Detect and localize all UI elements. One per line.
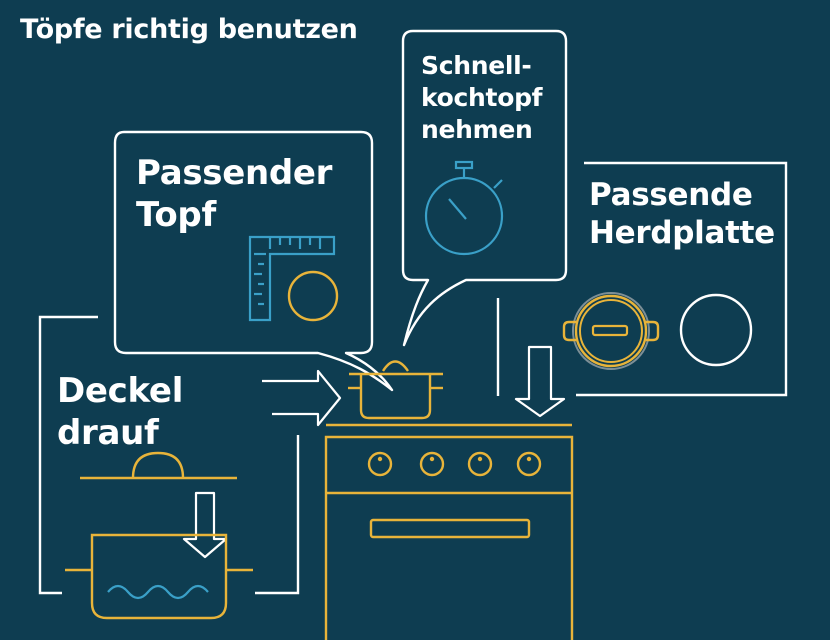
tip-pressure-cooker-line1: Schnell-: [421, 51, 532, 80]
tip-right-plate: Passende Herdplatte: [589, 176, 775, 252]
tip-right-plate-line1: Passende: [589, 177, 753, 213]
circle-icon: [287, 270, 339, 322]
arrow-icon: [182, 491, 228, 559]
tip-pressure-cooker-line3: nehmen: [421, 115, 533, 144]
ruler-icon: [248, 235, 336, 322]
frame-lid-right: [255, 435, 300, 595]
water-wave-icon: [107, 584, 209, 600]
pot-icon: [348, 360, 443, 420]
frame-right-plate: [576, 161, 788, 397]
lid-icon: [80, 451, 237, 480]
tip-lid-on-line2: drauf: [57, 413, 159, 453]
stove-icon: [324, 423, 574, 640]
page-title: Töpfe richtig benutzen: [20, 14, 358, 45]
tip-right-pot-line1: Passender: [136, 153, 333, 193]
stopwatch-icon: [424, 160, 504, 256]
bubble-pressure-cooker: [401, 29, 568, 347]
arrow-icon: [514, 345, 566, 418]
tip-right-pot-line2: Topf: [136, 195, 216, 235]
tip-pressure-cooker: Schnell- kochtopf nehmen: [421, 50, 543, 146]
tip-lid-on: Deckel drauf: [57, 370, 183, 454]
tip-pressure-cooker-line2: kochtopf: [421, 83, 543, 112]
circle-icon: [679, 293, 753, 367]
pot-icon: [65, 533, 253, 620]
hotplate-icon: [562, 292, 660, 370]
tip-right-plate-line2: Herdplatte: [589, 215, 775, 251]
tip-lid-on-line1: Deckel: [57, 371, 184, 411]
frame-lid-left: [38, 315, 98, 595]
tip-right-pot: Passender Topf: [136, 152, 332, 236]
stove-knob-dots: [377, 456, 532, 462]
bubble-right-pot: [113, 130, 394, 392]
arrow-icon: [262, 369, 342, 427]
